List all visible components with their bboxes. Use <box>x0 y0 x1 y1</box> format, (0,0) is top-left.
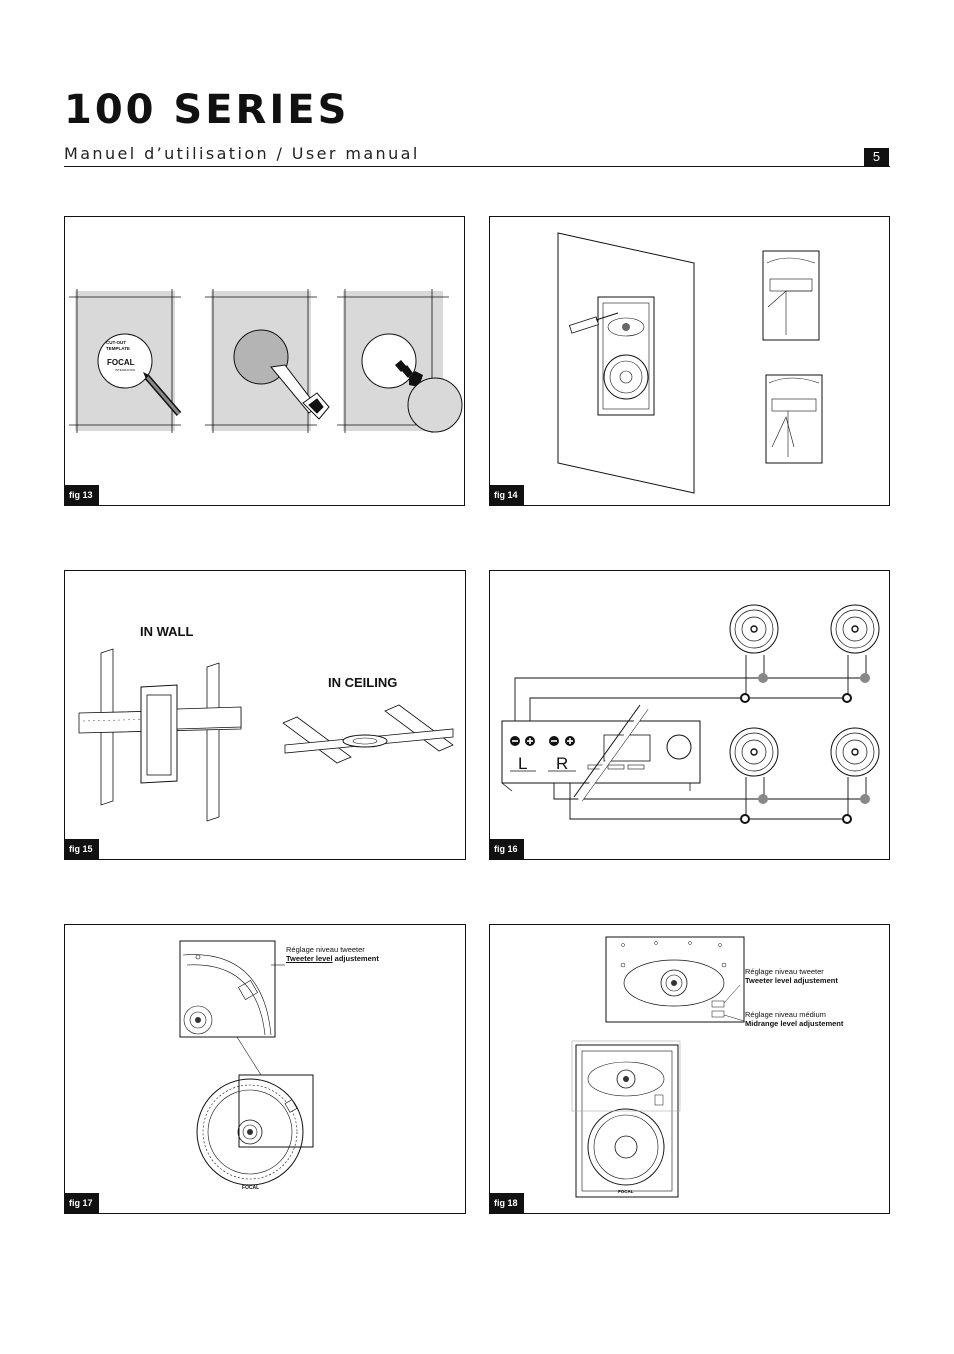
page-subtitle: Manuel d’utilisation / User manual <box>64 144 420 163</box>
in-ceiling-label: IN CEILING <box>328 675 398 690</box>
template-text-line1: CUT-OUT <box>106 340 126 345</box>
header-rule <box>64 166 890 167</box>
brand-mark: FOCAL <box>242 1185 259 1191</box>
figure-17-label: fig 17 <box>65 1193 99 1213</box>
speaker-front-left <box>729 604 779 654</box>
figure-18-label: fig 18 <box>490 1193 524 1213</box>
figure-17-panel: FOCAL Réglage niveau tweeter Tweeter lev… <box>64 924 466 1214</box>
amplifier: L R <box>501 704 701 802</box>
left-channel-label: L <box>518 754 527 773</box>
figure-14-label: fig 14 <box>490 485 524 505</box>
page-title: 100 SERIES <box>64 87 350 133</box>
annot-en-bold: Tweeter level <box>286 954 333 963</box>
speaker-front-right <box>830 604 880 654</box>
figure-16-panel: L R fig 16 <box>489 570 890 860</box>
figure-15-panel: IN WALL IN CEILING fig 15 <box>64 570 466 860</box>
annot-mid-fr: Réglage niveau médium <box>745 1010 826 1019</box>
speaker-rear-right <box>830 727 880 777</box>
figure-14-panel: fig 14 <box>489 216 890 506</box>
figure-15-label: fig 15 <box>65 839 99 859</box>
wiring-diagram: L R <box>501 604 880 824</box>
in-wall-label: IN WALL <box>140 624 194 639</box>
screwdriver-icon <box>568 312 619 334</box>
tweeter-level-annotation: Réglage niveau tweeter Tweeter level adj… <box>286 945 379 963</box>
saw-icon <box>270 364 330 420</box>
figure-13-label: fig 13 <box>65 485 99 505</box>
annot-tweeter-fr: Réglage niveau tweeter <box>745 967 824 976</box>
wall-speaker-adjust-illustration: FOCAL <box>571 936 745 1198</box>
annot-en-rest: adjustement <box>332 954 379 963</box>
brand-mark: FOCAL <box>618 1189 634 1194</box>
cutout-steps-illustration: CUT-OUT TEMPLATE FOCAL INTEGRATION <box>69 289 463 433</box>
pencil-icon <box>143 372 182 416</box>
wall-mount-illustration <box>557 232 823 494</box>
annot-mid-en: Midrange level adjustement <box>745 1019 844 1028</box>
midrange-level-annotation: Réglage niveau médium Midrange level adj… <box>745 1010 843 1028</box>
figure-13-panel: CUT-OUT TEMPLATE FOCAL INTEGRATION fig 1… <box>64 216 465 506</box>
right-channel-label: R <box>556 754 568 773</box>
speaker-rear-left <box>729 727 779 777</box>
page-number-badge: 5 <box>864 148 889 166</box>
clamp-detail-open <box>762 250 820 341</box>
annot-tweeter-en: Tweeter level adjustement <box>745 976 838 985</box>
bracket-illustration <box>78 648 454 822</box>
ceiling-speaker-adjust-illustration: FOCAL <box>179 940 314 1191</box>
template-brand-sub: INTEGRATION <box>115 368 135 372</box>
figure-18-panel: FOCAL Réglage niveau tweeter Tweeter lev… <box>489 924 890 1214</box>
template-text-line2: TEMPLATE <box>106 346 130 351</box>
tweeter-level-annotation: Réglage niveau tweeter Tweeter level adj… <box>745 967 838 985</box>
annot-fr: Réglage niveau tweeter <box>286 945 365 954</box>
template-brand: FOCAL <box>107 358 135 367</box>
clamp-detail-closed <box>765 374 823 464</box>
figure-16-label: fig 16 <box>490 839 524 859</box>
